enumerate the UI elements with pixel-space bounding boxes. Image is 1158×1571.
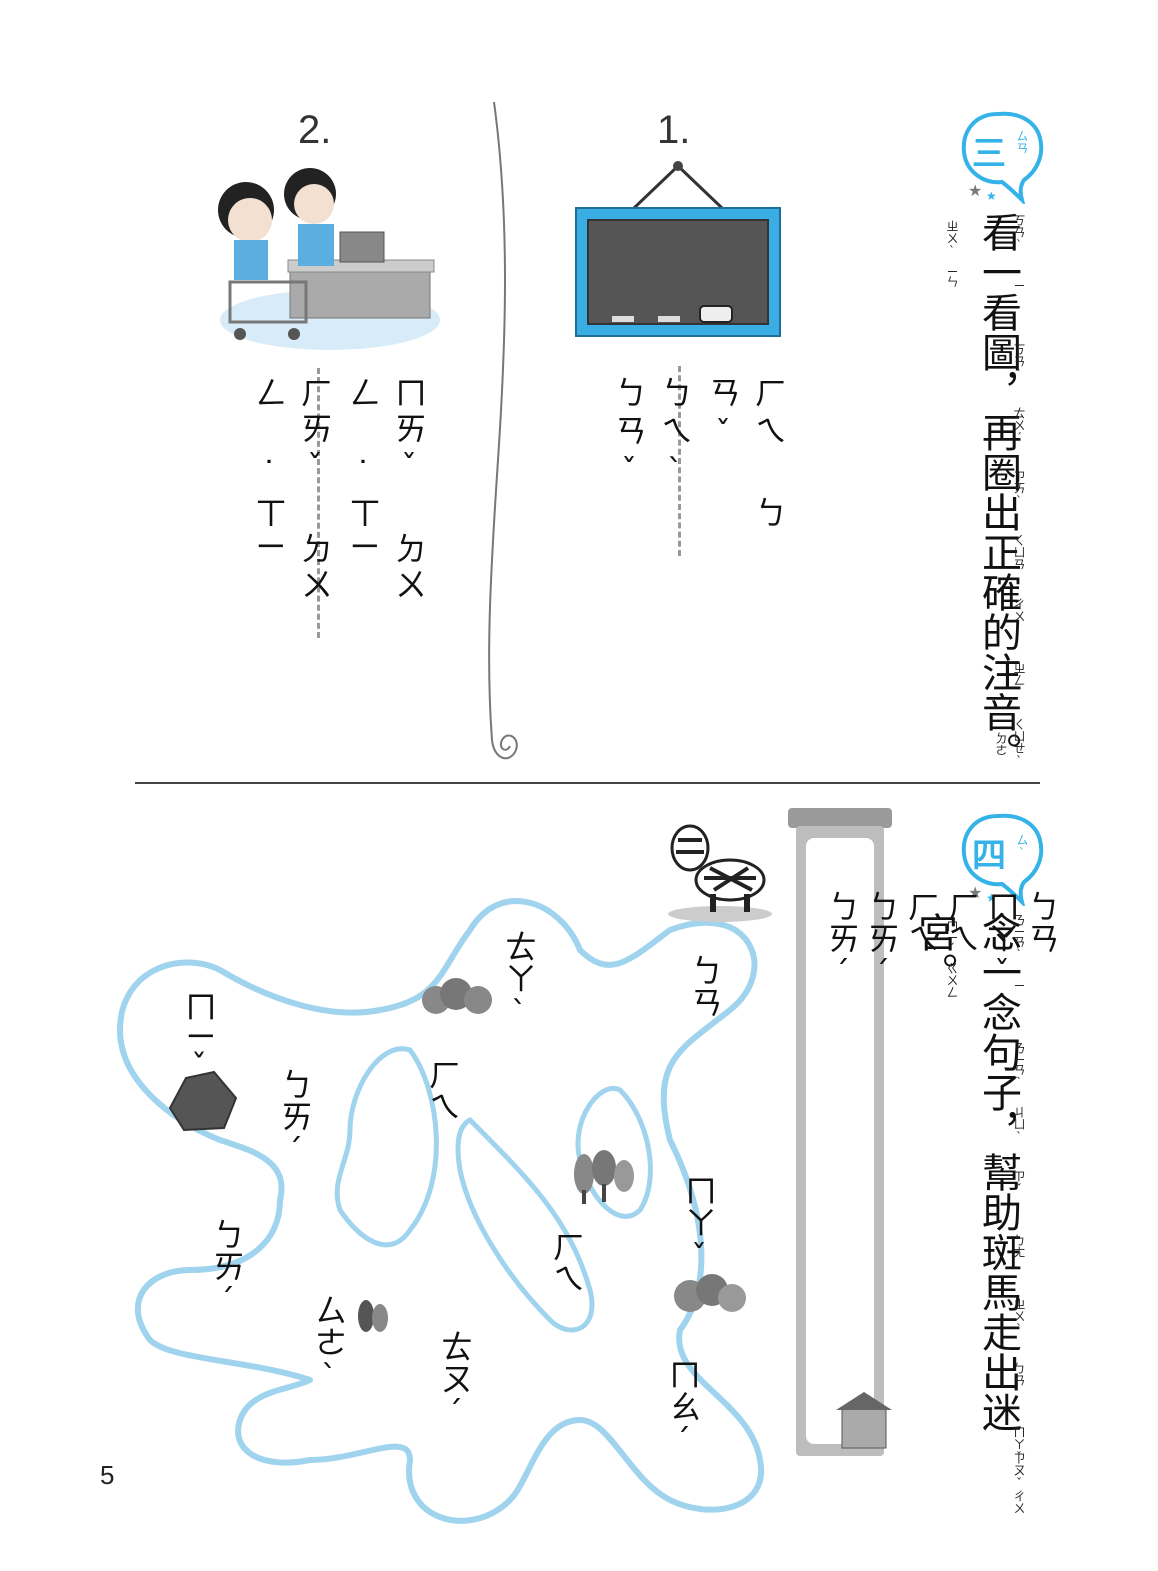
sentence-text: ㄅㄢ ㄇㄚˇ ㄏㄟ ㄏㄟ ㄅㄞˊ ㄅㄞˊ bbox=[822, 890, 1062, 1410]
maze-syllable[interactable]: ㄏㄟ bbox=[548, 1230, 586, 1294]
zhuyin-annotation: ㄓㄨˋ bbox=[945, 220, 959, 258]
page-number: 5 bbox=[100, 1460, 115, 1490]
shopping-kids-image bbox=[218, 168, 440, 350]
answer-option[interactable]: ㄅㄟˋ ㄅㄢˇ bbox=[610, 376, 694, 496]
zhuyin-annotation: ㄇㄚˇ bbox=[1012, 1426, 1026, 1464]
maze-syllable[interactable]: ㄅㄢ bbox=[686, 954, 724, 1018]
instruction-text: 念一念句子，幫助斑馬走出迷宮。 bbox=[911, 912, 1021, 1432]
maze-syllable[interactable]: ㄅㄞˊ bbox=[276, 1068, 314, 1170]
zhuyin-annotation: ㄋㄧㄢˋ bbox=[1012, 1042, 1026, 1090]
maze-syllable[interactable]: ㄏㄟ bbox=[424, 1058, 462, 1122]
sentence-syllable: ㄏㄟ bbox=[903, 890, 941, 954]
zhuyin-annotation: ㄔㄨ bbox=[1012, 598, 1026, 622]
maze-syllable[interactable]: ㄇㄧˇ bbox=[180, 990, 218, 1086]
section-number-note: ㄙㄢ bbox=[1015, 130, 1029, 154]
section-3: ★ ★ 三 ㄙㄢ 看一看圖，再圈出正確的注音。 ㄎㄢˋ ㄧ ㄎㄢˋ ㄊㄨˊ ㄗㄞ… bbox=[0, 0, 1158, 780]
section-separator bbox=[135, 782, 1040, 784]
section-number: 三 bbox=[972, 134, 1006, 174]
zhuyin-annotation: ㄓㄨˋ bbox=[1012, 1298, 1026, 1336]
maze-outline bbox=[117, 898, 765, 1524]
zhuyin-annotation: ㄍㄨㄥ bbox=[945, 962, 959, 998]
zhuyin-annotation: ㄗㄡˇ bbox=[1012, 1452, 1026, 1490]
speech-bubble-icon: ★ ★ bbox=[961, 813, 1044, 909]
section-4: ★ ★ 四 ㄙˋ 念一念句子，幫助斑馬走出迷宮。 ㄋㄧㄢˋ ㄧ ㄋㄧㄢˋ ㄐㄩˋ… bbox=[0, 790, 1158, 1530]
sentence-syllable: ㄅㄞˊ bbox=[863, 890, 901, 992]
sentence-syllable: ㄅㄞˊ bbox=[823, 890, 861, 992]
zhuyin-annotation: ㄎㄢˋ bbox=[1012, 343, 1026, 381]
zhuyin-annotation: ㄧ bbox=[1012, 980, 1026, 990]
question-2-label: 2. bbox=[298, 108, 332, 152]
zhuyin-annotation: ㄧㄣ bbox=[945, 266, 959, 288]
trees-icon bbox=[574, 1150, 634, 1204]
zhuyin-annotation: ㄗˇ bbox=[1012, 1170, 1026, 1196]
answer-option[interactable]: ㄇㄞˇ ㄉㄨㄥ ˙ㄒㄧ bbox=[344, 376, 428, 604]
zhuyin-annotation: ˙ㄉㄜ bbox=[994, 718, 1008, 756]
rock-icon bbox=[168, 1070, 238, 1132]
zhuyin-annotation: ㄧ bbox=[1012, 280, 1026, 290]
zhuyin-annotation: ㄗㄞˋ bbox=[1012, 470, 1026, 508]
chalkboard-image bbox=[575, 161, 781, 337]
maze-syllable[interactable]: ㄊㄡˊ bbox=[436, 1330, 474, 1432]
speech-bubble-icon: ★ ★ bbox=[961, 111, 1044, 207]
maze-syllable[interactable]: ㄇㄠˊ bbox=[664, 1358, 702, 1460]
zhuyin-annotation: ㄊㄨˊ bbox=[1012, 407, 1026, 445]
instruction-text: 看一看圖，再圈出正確的注音。 bbox=[975, 212, 1021, 772]
maze-syllable[interactable]: ㄅㄞˊ bbox=[208, 1218, 246, 1320]
answer-option[interactable]: ㄏㄟ ㄅㄢˇ bbox=[704, 376, 788, 534]
option-divider bbox=[678, 366, 681, 556]
section-number: 四 bbox=[972, 836, 1006, 876]
maze-syllable[interactable]: ㄇㄚˇ bbox=[680, 1174, 718, 1276]
maze-syllable[interactable]: ㄊㄚˋ bbox=[500, 930, 538, 1032]
zhuyin-annotation: ㄑㄩㄢ bbox=[1012, 534, 1026, 570]
sentence-syllable: ㄇㄚˇ bbox=[983, 890, 1021, 992]
option-divider bbox=[317, 368, 320, 638]
bush-icon bbox=[422, 978, 492, 1014]
sentence-syllable: ㄏㄟ bbox=[943, 890, 981, 954]
section-number-note: ㄙˋ bbox=[1015, 834, 1029, 860]
zebra-image bbox=[668, 824, 772, 922]
zhuyin-annotation: ㄅㄢ bbox=[1012, 1362, 1026, 1386]
svg-text:★: ★ bbox=[968, 181, 982, 200]
zhuyin-annotation: ㄎㄢˋ bbox=[1012, 214, 1026, 252]
sentence-syllable: ㄅㄢ bbox=[1023, 890, 1061, 954]
svg-text:★: ★ bbox=[986, 189, 997, 203]
answer-option[interactable]: ㄏㄞˇ ㄉㄨㄥ ˙ㄒㄧ bbox=[250, 376, 334, 604]
sentence-pillar bbox=[788, 808, 892, 1456]
section-number-badge: ★ ★ bbox=[958, 810, 1048, 909]
bush-icon bbox=[674, 1274, 746, 1312]
svg-text:★: ★ bbox=[968, 883, 982, 902]
zhuyin-annotation: ㄐㄩˋ bbox=[1012, 1106, 1026, 1144]
svg-text:★: ★ bbox=[986, 891, 997, 905]
section-number-badge: ★ ★ bbox=[958, 108, 1048, 207]
question-1-label: 1. bbox=[657, 108, 691, 152]
zhuyin-annotation: ㄑㄩㄝˋ bbox=[1012, 718, 1026, 768]
zhuyin-annotation: ㄅㄤ bbox=[1012, 1234, 1026, 1258]
trees-icon bbox=[358, 1300, 388, 1332]
zhuyin-annotation: ㄋㄧㄢˋ bbox=[1012, 914, 1026, 962]
maze-syllable[interactable]: ㄙㄜˋ bbox=[310, 1294, 348, 1396]
column-divider bbox=[488, 101, 518, 760]
zhuyin-annotation: ㄓㄥˋ bbox=[1012, 662, 1026, 700]
zhuyin-annotation: ㄇㄧˊ bbox=[945, 920, 959, 956]
zhuyin-annotation: ㄔㄨ bbox=[1012, 1490, 1026, 1514]
